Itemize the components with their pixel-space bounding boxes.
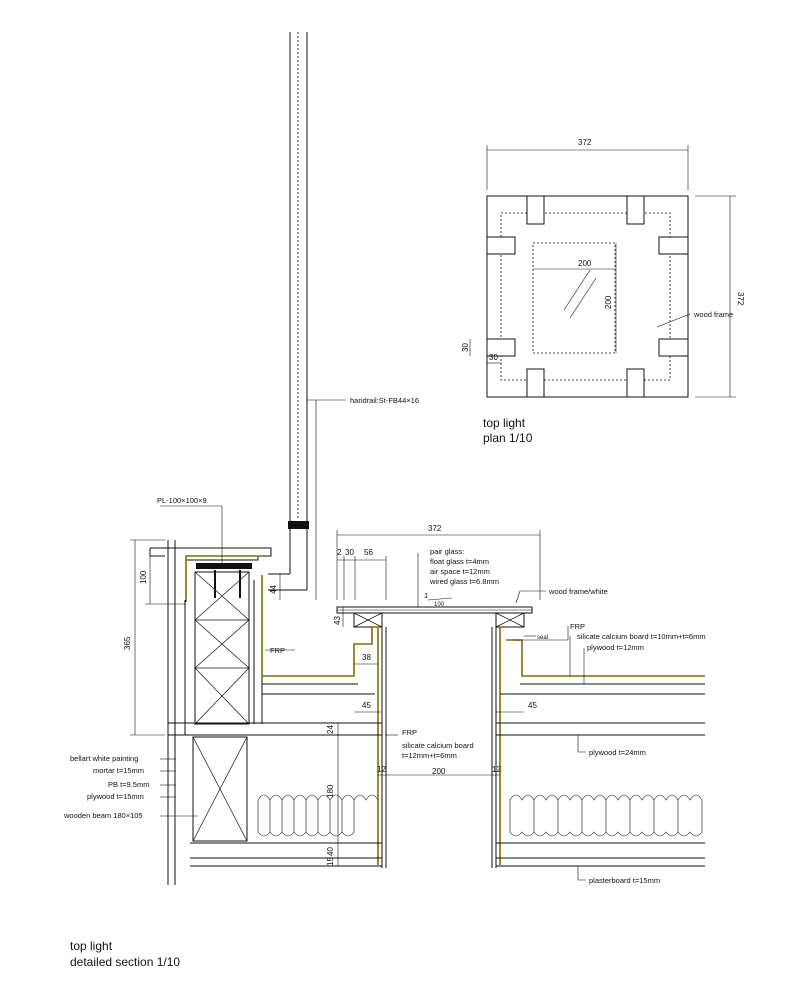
label-wood-frame-white: wood frame/white	[548, 587, 608, 596]
label-plywood-24: plywood t=24mm	[589, 748, 646, 757]
dim-365: 365	[123, 636, 132, 650]
dim-180: 180	[326, 784, 335, 798]
section-view: handrail:St-FB44×16 PL-100×100×9 F	[63, 32, 706, 969]
plan-glass-hatch	[569, 277, 597, 319]
dim-30: 30	[345, 548, 354, 557]
shaft-wall-left	[372, 626, 379, 865]
dim-45-left: 45	[362, 701, 371, 710]
dim-24: 24	[326, 725, 335, 734]
dim-200: 200	[432, 767, 446, 776]
plan-dim-inner-h: 200	[604, 295, 613, 309]
plan-label-wood-frame: wood frame	[693, 310, 733, 319]
label-plasterboard: plasterboard t=15mm	[589, 876, 660, 885]
dim-40: 40	[326, 847, 335, 856]
shaft-wall-right	[499, 626, 506, 865]
label-frp-right: FRP	[570, 622, 585, 631]
label-mortar: mortar t=15mm	[93, 766, 144, 775]
label-plywood-15: plywood t=15mm	[87, 792, 144, 801]
plan-wood-block	[526, 195, 545, 225]
label-handrail: handrail:St-FB44×16	[350, 396, 419, 405]
plan-opening	[532, 242, 616, 354]
section-title-line2: detailed section 1/10	[70, 955, 180, 969]
plan-dim-30-vertical: 30	[461, 343, 470, 352]
label-silicate-shaft-2: t=12mm+t=6mm	[402, 751, 457, 760]
plan-outer-frame	[486, 195, 689, 398]
label-pair-glass-3: air space t=12mm	[430, 567, 490, 576]
parapet-frame	[194, 571, 250, 725]
plan-wood-block	[626, 195, 645, 225]
section-title-line1: top light	[70, 939, 113, 953]
plan-wood-block	[526, 368, 545, 398]
label-silicate-shaft-1: silicate calcium board	[402, 741, 474, 750]
label-bellart: bellart white painting	[70, 754, 138, 763]
dim-15: 15	[326, 857, 335, 866]
insulation-left	[257, 794, 379, 837]
plan-dim-right: 372	[736, 292, 745, 306]
plan-wood-block	[658, 236, 689, 255]
plan-dim-top: 372	[578, 138, 592, 147]
plan-view: 372 372 200 200 30 30 wood frame top lig…	[461, 138, 745, 445]
label-frp-shaft: FRP	[402, 728, 417, 737]
label-plywood-12: plywood t=12mm	[587, 643, 644, 652]
roof-frp-right	[506, 639, 705, 677]
dim-43: 43	[333, 616, 342, 625]
plan-wood-block	[658, 338, 689, 357]
steel-plate	[196, 563, 252, 569]
dim-12-left: 12	[377, 765, 386, 774]
slope-100: 100	[434, 602, 445, 608]
dim-56: 56	[364, 548, 373, 557]
dim-2: 2	[337, 548, 342, 557]
plan-title-line1: top light	[483, 416, 526, 430]
wooden-beam	[192, 736, 248, 842]
label-plate: PL-100×100×9	[157, 496, 207, 505]
plan-wood-block	[486, 236, 516, 255]
label-pair-glass-2: float glass t=4mm	[430, 557, 489, 566]
plan-dim-inner-w: 200	[578, 259, 592, 268]
roof-frp-left	[261, 575, 373, 677]
plan-title-line2: plan 1/10	[483, 431, 533, 445]
dim-45-right: 45	[528, 701, 537, 710]
plan-wood-block	[486, 338, 516, 357]
label-pair-glass-4: wired glass t=6.8mm	[429, 577, 499, 586]
plan-dim-30-horizontal: 30	[489, 353, 498, 362]
dim-12-right: 12	[492, 765, 501, 774]
plan-wood-block	[626, 368, 645, 398]
label-silicate-right: silicate calcium board t=10mm+t=6mm	[577, 632, 706, 641]
plan-dashed-frame	[500, 212, 671, 381]
dim-100: 100	[139, 570, 148, 584]
label-pb: PB t=9.5mm	[108, 780, 149, 789]
handrail-clamp	[288, 521, 309, 529]
dim-38: 38	[362, 653, 371, 662]
dim-44: 44	[269, 585, 278, 594]
insulation-right	[509, 794, 703, 837]
label-pair-glass-1: pair glass:	[430, 547, 464, 556]
dim-372: 372	[428, 524, 442, 533]
label-wooden-beam: wooden beam 180×105	[63, 811, 143, 820]
plan-glass-hatch	[563, 269, 591, 311]
slope-1: 1	[424, 591, 428, 600]
label-seal: seal	[537, 635, 548, 641]
label-frp-left: FRP	[270, 646, 285, 655]
